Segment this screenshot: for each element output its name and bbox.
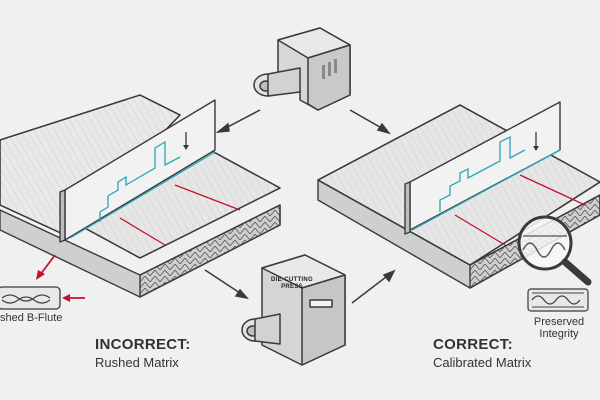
flow-arrow-down [204,269,249,300]
press-label-line1: DIE-CUTTING [271,277,313,283]
flow-arrow-left [215,109,261,133]
left-heading: INCORRECT: [95,336,191,353]
right-inset-caption-line1: Preserved [533,316,585,328]
die-cutting-press-icon [241,254,346,366]
left-subheading: Rushed Matrix [95,355,179,370]
flow-arrow-up [351,269,396,304]
right-subheading: Calibrated Matrix [433,355,532,370]
right-inset-caption-line2: Integrity [539,328,579,341]
magnifier-icon [517,215,592,286]
right-inset-caption: Preserved Integrity [530,316,588,340]
press-label: DIE-CUTTING PRESS [268,277,316,290]
preserved-flute-inset [527,288,589,312]
left-inset-caption-text: shed B-Flute [0,312,63,324]
die-tool-icon [253,27,351,111]
left-blade-profile [69,132,241,246]
flow-arrow-right [349,109,391,135]
crushed-flute-inset [0,254,85,310]
left-board [0,94,281,298]
left-inset-caption: shed B-Flute [0,312,62,324]
press-label-line2: PRESS [281,283,303,290]
right-heading: CORRECT: [433,336,513,353]
right-blade-profile [411,132,586,246]
